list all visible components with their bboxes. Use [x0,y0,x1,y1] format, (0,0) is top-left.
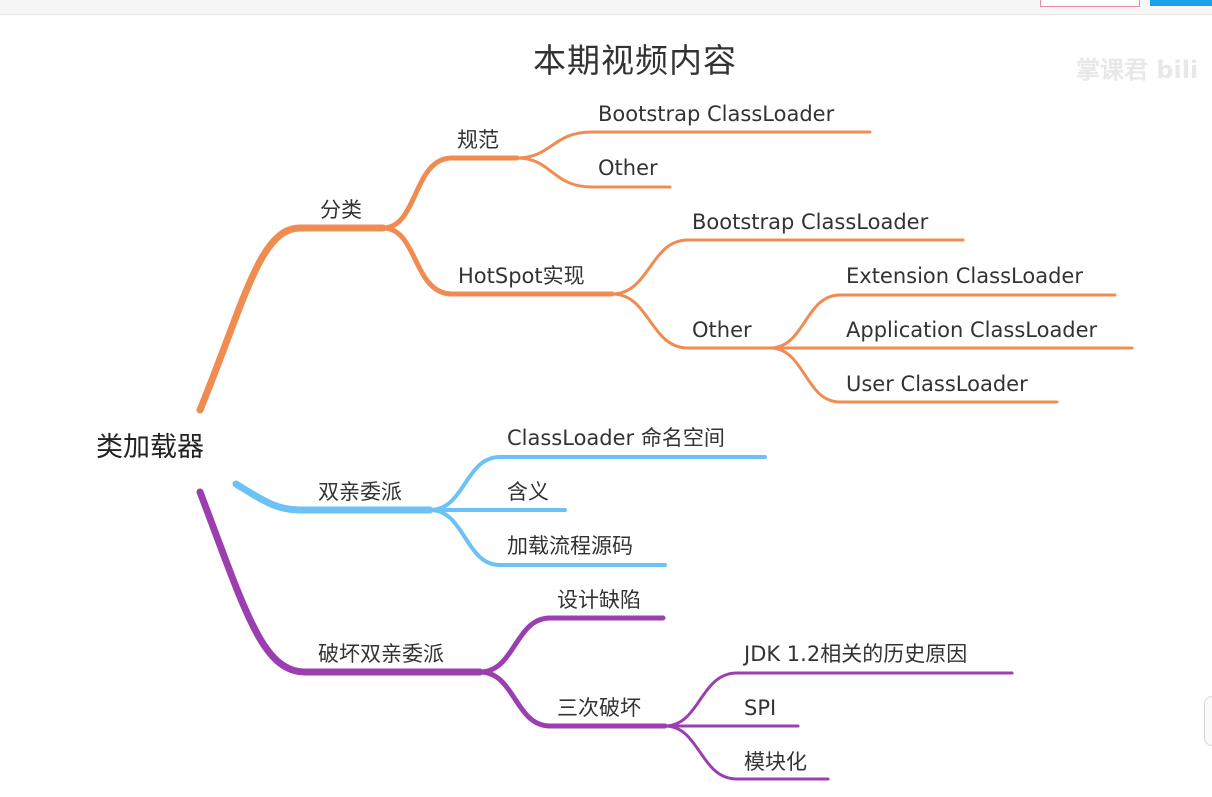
branch-spec-other [515,156,672,189]
branch-spec-bootstrap [515,130,872,160]
node-classloader-namespace[interactable]: ClassLoader 命名空间 [507,426,725,450]
top-pink-button[interactable] [1040,0,1140,7]
browser-top-bar [0,0,1212,15]
branch-root-delegation [232,480,434,514]
branch-hotspot-bootstrap [610,238,965,296]
branch-hotspot-other [610,292,772,350]
node-spec-bootstrap[interactable]: Bootstrap ClassLoader [598,102,835,126]
node-extension-classloader[interactable]: Extension ClassLoader [846,264,1083,288]
page-title: 本期视频内容 [533,41,737,80]
branch-classification-hotspot [380,225,615,297]
branch-root-breaking [196,488,484,676]
node-jdk-history[interactable]: JDK 1.2相关的历史原因 [744,642,968,666]
branch-breaking-three [477,669,668,729]
node-spec-other[interactable]: Other [598,156,658,180]
top-blue-button[interactable] [1150,0,1212,6]
branch-breaking-flaw [477,615,666,675]
side-scroll-handle[interactable] [1204,696,1212,746]
node-load-source[interactable]: 加载流程源码 [507,534,633,558]
branch-root-classification [196,224,387,414]
node-classification[interactable]: 分类 [320,198,362,222]
branch-other-extension [768,293,1117,350]
branch-other-user [768,346,1059,404]
node-three-breaks[interactable]: 三次破坏 [557,696,641,720]
branch-three-jdk [663,671,1014,728]
node-delegation[interactable]: 双亲委派 [318,480,402,504]
node-modularization[interactable]: 模块化 [744,750,807,774]
node-user-classloader[interactable]: User ClassLoader [846,372,1028,396]
node-meaning[interactable]: 含义 [507,480,549,504]
branch-delegation-source [428,508,667,567]
node-hotspot[interactable]: HotSpot实现 [458,264,585,288]
node-design-flaw[interactable]: 设计缺陷 [557,588,641,612]
branch-three-module [663,724,830,781]
node-spec[interactable]: 规范 [457,128,499,152]
node-root[interactable]: 类加载器 [96,432,204,463]
branch-delegation-namespace [428,455,767,512]
node-hotspot-other[interactable]: Other [692,318,752,342]
watermark-logo: 掌课君 bili [1076,56,1199,84]
node-spi[interactable]: SPI [744,696,777,720]
node-application-classloader[interactable]: Application ClassLoader [846,318,1098,342]
node-hotspot-bootstrap[interactable]: Bootstrap ClassLoader [692,210,929,234]
branch-classification-spec [380,155,520,231]
node-breaking[interactable]: 破坏双亲委派 [318,642,444,666]
